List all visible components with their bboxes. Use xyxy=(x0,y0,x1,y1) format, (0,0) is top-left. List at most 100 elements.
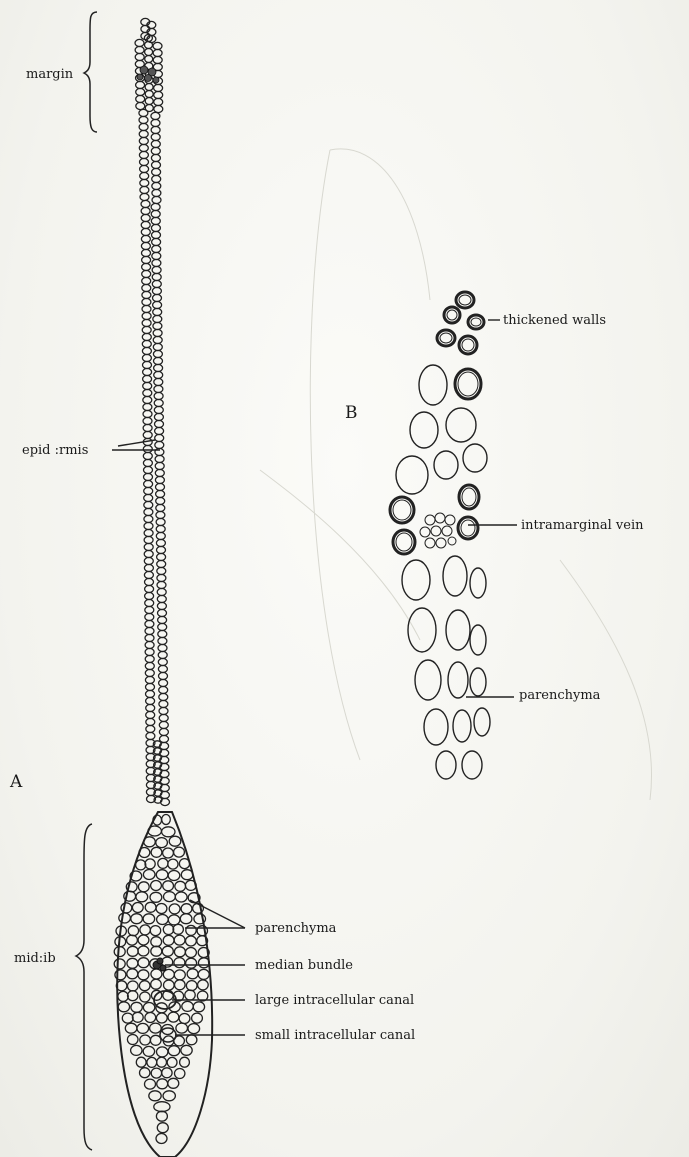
cell xyxy=(157,567,166,574)
cell xyxy=(446,610,470,650)
cell xyxy=(168,859,178,869)
cell xyxy=(142,326,151,333)
cell xyxy=(144,550,153,557)
cell xyxy=(162,815,171,825)
cell xyxy=(153,336,162,343)
cell xyxy=(139,109,148,116)
cell xyxy=(128,991,138,1001)
cell xyxy=(461,520,475,536)
cell xyxy=(145,42,153,49)
cell xyxy=(144,515,153,522)
cell xyxy=(185,990,195,1000)
cell xyxy=(157,588,166,595)
cell xyxy=(135,53,144,60)
cell xyxy=(127,969,138,979)
cell xyxy=(127,946,138,956)
cell xyxy=(141,235,150,242)
cell xyxy=(187,969,198,979)
cell xyxy=(159,672,168,679)
cell xyxy=(140,193,149,200)
cell xyxy=(419,365,447,405)
cell xyxy=(146,718,155,725)
cell xyxy=(140,158,149,165)
cell xyxy=(155,462,164,469)
cell xyxy=(410,412,438,448)
cell xyxy=(167,1057,177,1067)
cell xyxy=(181,1045,192,1055)
label-parenchyma-b: parenchyma xyxy=(519,688,601,703)
margin-brace xyxy=(84,12,97,132)
cell xyxy=(156,1111,167,1121)
cell xyxy=(186,925,196,935)
cell xyxy=(153,329,162,336)
margin-detail-cells xyxy=(390,292,490,779)
cell xyxy=(154,105,163,112)
cell xyxy=(151,140,160,147)
cell xyxy=(152,245,161,252)
cell xyxy=(153,294,162,301)
cell xyxy=(157,595,166,602)
cell xyxy=(158,630,167,637)
cell xyxy=(447,310,457,320)
cell xyxy=(156,904,167,914)
cell xyxy=(127,935,138,945)
cell xyxy=(168,1046,179,1056)
cell xyxy=(136,81,145,88)
cell xyxy=(179,1014,190,1024)
cell xyxy=(127,1035,138,1045)
cell xyxy=(142,333,151,340)
label-epidermis: epid :rmis xyxy=(22,443,88,458)
cell xyxy=(142,277,151,284)
cell xyxy=(141,214,150,221)
cell xyxy=(162,827,175,837)
cell xyxy=(145,902,156,912)
cell xyxy=(151,119,160,126)
cell xyxy=(168,1078,179,1088)
cell xyxy=(145,56,153,63)
cell xyxy=(146,711,155,718)
cell xyxy=(154,98,163,105)
cell xyxy=(141,207,150,214)
cell xyxy=(142,263,151,270)
cell xyxy=(125,1023,137,1033)
cell xyxy=(142,291,151,298)
cell xyxy=(143,459,152,466)
cell xyxy=(402,560,430,600)
cell xyxy=(145,599,154,606)
cell xyxy=(154,392,163,399)
cell xyxy=(139,848,150,858)
cell xyxy=(155,434,164,441)
cell xyxy=(153,56,162,63)
cell xyxy=(470,625,486,655)
cell xyxy=(175,892,187,902)
cell xyxy=(118,991,128,1001)
cell xyxy=(156,539,165,546)
cell xyxy=(198,969,209,979)
cell xyxy=(163,881,174,891)
cell xyxy=(175,980,186,990)
cell xyxy=(140,1068,150,1078)
cell xyxy=(151,1068,161,1078)
cell xyxy=(142,256,151,263)
cell xyxy=(144,557,153,564)
cell xyxy=(150,1023,162,1033)
cell xyxy=(138,946,149,956)
cell xyxy=(142,354,151,361)
cell xyxy=(143,431,152,438)
cell xyxy=(140,179,149,186)
cell xyxy=(154,357,163,364)
cell xyxy=(157,602,166,609)
cell xyxy=(145,98,153,105)
cell xyxy=(150,926,160,936)
cell xyxy=(139,151,148,158)
cell xyxy=(179,859,189,869)
cell xyxy=(128,981,139,991)
cell xyxy=(153,343,162,350)
label-margin: margin xyxy=(26,67,74,82)
cell xyxy=(141,228,150,235)
cell xyxy=(153,49,162,56)
cell xyxy=(144,536,153,543)
cell xyxy=(151,224,160,231)
cell xyxy=(436,751,456,779)
cell xyxy=(128,926,138,936)
